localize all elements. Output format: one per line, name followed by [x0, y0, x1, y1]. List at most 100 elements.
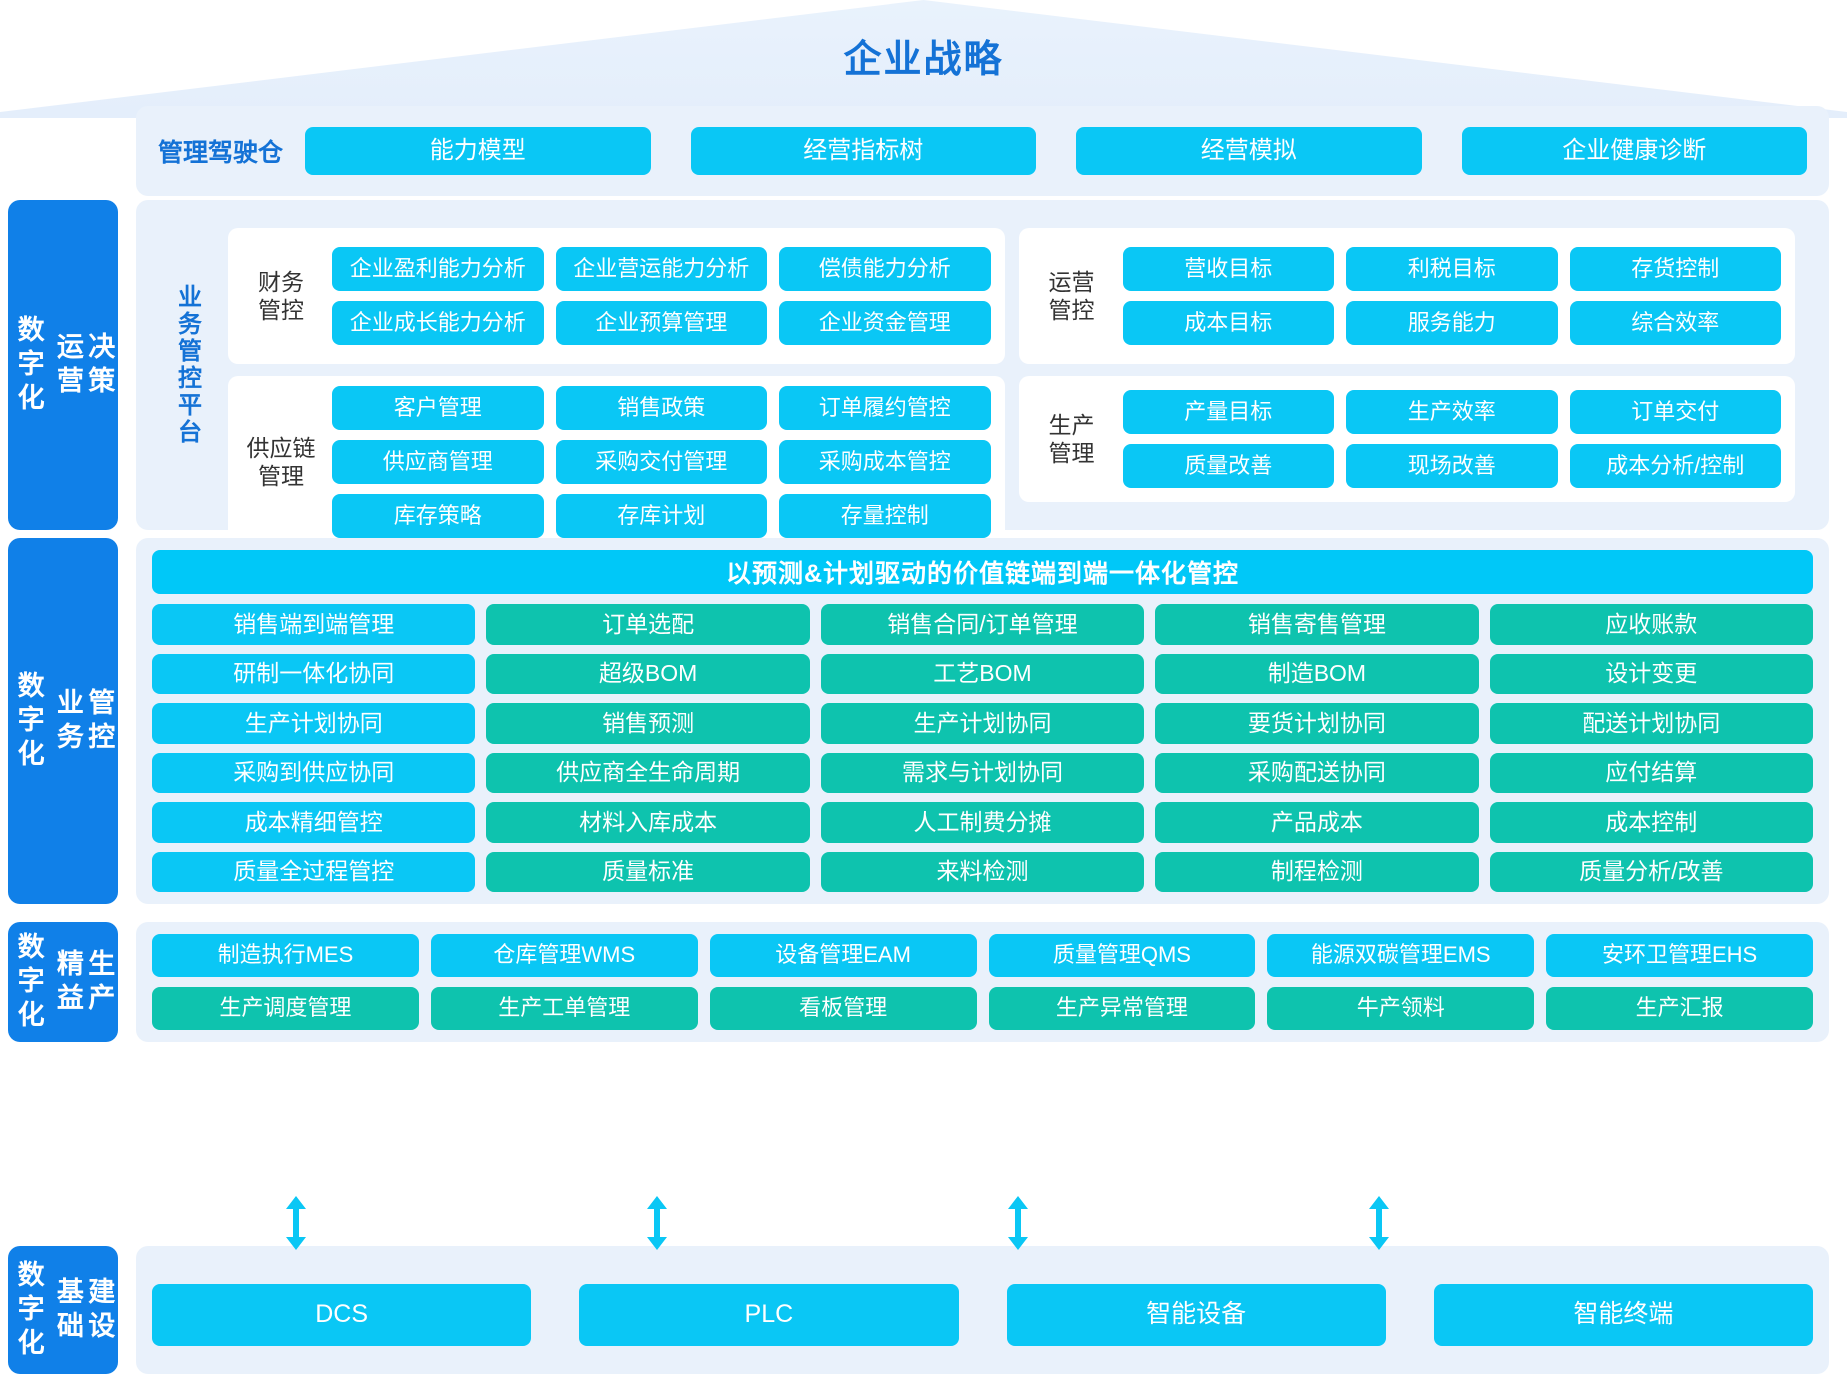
bp-item-finance-0[interactable]: 企业盈利能力分析 [332, 247, 544, 291]
lp-item-r0-c3[interactable]: 质量管理QMS [988, 934, 1256, 977]
bc-item-r5-c0[interactable]: 质量全过程管控 [152, 851, 476, 892]
bc-item-r2-c4[interactable]: 配送计划协同 [1489, 703, 1813, 744]
bc-item-r4-c4[interactable]: 成本控制 [1489, 802, 1813, 843]
bp-item-production-4[interactable]: 现场改善 [1346, 444, 1558, 488]
layer-business-control: 数字化业务管控 以预测&计划驱动的价值链端到端一体化管控 销售端到端管理订单选配… [0, 538, 1847, 904]
value-chain-banner: 以预测&计划驱动的价值链端到端一体化管控 [152, 550, 1813, 594]
lp-item-r0-c5[interactable]: 安环卫管理EHS [1546, 934, 1813, 977]
bc-item-r2-c0[interactable]: 生产计划协同 [152, 703, 476, 744]
bp-item-finance-3[interactable]: 企业成长能力分析 [332, 301, 544, 345]
bc-item-r3-c4[interactable]: 应付结算 [1489, 752, 1813, 793]
infra-item-2[interactable]: 智能设备 [1006, 1284, 1386, 1346]
bc-item-r1-c4[interactable]: 设计变更 [1489, 653, 1813, 694]
bc-item-r4-c3[interactable]: 产品成本 [1155, 802, 1479, 843]
cockpit-item-3[interactable]: 企业健康诊断 [1461, 127, 1808, 175]
bc-item-r3-c1[interactable]: 供应商全生命周期 [486, 752, 810, 793]
bp-item-operation-1[interactable]: 利税目标 [1346, 247, 1558, 291]
bp-item-supply-chain-8[interactable]: 存量控制 [779, 494, 991, 538]
bc-item-r5-c3[interactable]: 制程检测 [1155, 851, 1479, 892]
bp-card-production: 生产管理产量目标生产效率订单交付质量改善现场改善成本分析/控制 [1018, 376, 1795, 502]
bp-item-production-2[interactable]: 订单交付 [1569, 390, 1781, 434]
bp-item-operation-5[interactable]: 综合效率 [1569, 301, 1781, 345]
bc-item-r0-c3[interactable]: 销售寄售管理 [1155, 604, 1479, 645]
bp-item-operation-2[interactable]: 存货控制 [1569, 247, 1781, 291]
bc-item-r2-c1[interactable]: 销售预测 [486, 703, 810, 744]
sidebar-item-ops-decision[interactable]: 数字化运营决策 [8, 200, 118, 530]
bp-item-finance-2[interactable]: 偿债能力分析 [779, 247, 991, 291]
bp-item-operation-0[interactable]: 营收目标 [1122, 247, 1334, 291]
bp-item-supply-chain-0[interactable]: 客户管理 [332, 386, 544, 430]
bp-item-supply-chain-5[interactable]: 采购成本管控 [779, 440, 991, 484]
sidebar-label-line: 数字化 [17, 671, 46, 769]
bc-item-r3-c0[interactable]: 采购到供应协同 [152, 752, 476, 793]
bc-item-r0-c4[interactable]: 应收账款 [1489, 604, 1813, 645]
infra-item-0[interactable]: DCS [152, 1284, 532, 1346]
bp-item-supply-chain-3[interactable]: 供应商管理 [332, 440, 544, 484]
bc-item-r0-c1[interactable]: 订单选配 [486, 604, 810, 645]
bp-item-supply-chain-4[interactable]: 采购交付管理 [555, 440, 767, 484]
sidebar-item-infra[interactable]: 数字化基础建设 [8, 1246, 118, 1374]
cockpit-item-1[interactable]: 经营指标树 [690, 127, 1037, 175]
bp-item-production-1[interactable]: 生产效率 [1346, 390, 1558, 434]
bp-item-production-0[interactable]: 产量目标 [1122, 390, 1334, 434]
cockpit-chip-list: 能力模型经营指标树经营模拟企业健康诊断 [305, 127, 1808, 175]
bc-item-r1-c0[interactable]: 研制一体化协同 [152, 653, 476, 694]
bp-item-supply-chain-1[interactable]: 销售政策 [555, 386, 767, 430]
cockpit-label: 管理驾驶仓 [158, 139, 284, 167]
bc-item-r3-c3[interactable]: 采购配送协同 [1155, 752, 1479, 793]
double-arrow-icon [1007, 1196, 1029, 1250]
bp-card-supply-chain: 供应链管理客户管理销售政策订单履约管控供应商管理采购交付管理采购成本管控库存策略… [228, 376, 1005, 548]
infra-item-1[interactable]: PLC [579, 1284, 959, 1346]
bc-item-r1-c2[interactable]: 工艺BOM [820, 653, 1145, 694]
lp-item-r1-c3[interactable]: 生产异常管理 [988, 987, 1256, 1030]
sidebar-label-line: 建设 [88, 1277, 117, 1341]
bp-group-name: 财务管控 [258, 268, 304, 323]
bp-item-finance-4[interactable]: 企业预算管理 [555, 301, 767, 345]
bp-item-operation-3[interactable]: 成本目标 [1122, 301, 1334, 345]
bc-item-r5-c4[interactable]: 质量分析/改善 [1489, 851, 1813, 892]
lp-item-r1-c5[interactable]: 生产汇报 [1546, 987, 1813, 1030]
lp-item-r0-c2[interactable]: 设备管理EAM [709, 934, 977, 977]
sidebar-label-line: 业务 [56, 688, 85, 752]
bp-group-name: 生产管理 [1048, 411, 1095, 466]
bp-item-supply-chain-6[interactable]: 库存策略 [332, 494, 544, 538]
bc-item-r0-c0[interactable]: 销售端到端管理 [152, 604, 476, 645]
bp-item-supply-chain-2[interactable]: 订单履约管控 [779, 386, 991, 430]
bc-item-r2-c2[interactable]: 生产计划协同 [820, 703, 1145, 744]
lp-item-r1-c2[interactable]: 看板管理 [709, 987, 977, 1030]
bc-item-r1-c3[interactable]: 制造BOM [1155, 653, 1479, 694]
bp-item-finance-1[interactable]: 企业营运能力分析 [555, 247, 767, 291]
layer-business-platform: 数字化运营决策 业务管控平台 财务管控企业盈利能力分析企业营运能力分析偿债能力分… [0, 200, 1847, 548]
lp-item-r0-c1[interactable]: 仓库管理WMS [430, 934, 698, 977]
cockpit-item-2[interactable]: 经营模拟 [1076, 127, 1422, 175]
sidebar-label-line: 生产 [88, 949, 117, 1013]
layer-infrastructure: 数字化基础建设 DCS PLC 智能设备智能终端 [0, 1246, 1847, 1374]
double-arrow-icon [1368, 1196, 1390, 1250]
infra-item-3[interactable]: 智能终端 [1433, 1284, 1813, 1346]
bc-item-r4-c1[interactable]: 材料入库成本 [486, 802, 810, 843]
business-control-panel: 以预测&计划驱动的价值链端到端一体化管控 销售端到端管理订单选配销售合同/订单管… [136, 538, 1829, 904]
lp-item-r1-c4[interactable]: 牛产领料 [1267, 987, 1535, 1030]
bc-item-r4-c2[interactable]: 人工制费分摊 [820, 802, 1145, 843]
bc-item-r0-c2[interactable]: 销售合同/订单管理 [820, 604, 1145, 645]
lp-item-r1-c0[interactable]: 生产调度管理 [152, 987, 419, 1030]
lp-item-r0-c4[interactable]: 能源双碳管理EMS [1267, 934, 1535, 977]
bp-item-finance-5[interactable]: 企业资金管理 [779, 301, 991, 345]
bc-item-r1-c1[interactable]: 超级BOM [486, 653, 810, 694]
bc-item-r3-c2[interactable]: 需求与计划协同 [820, 752, 1145, 793]
bp-item-operation-4[interactable]: 服务能力 [1346, 301, 1558, 345]
bc-item-r5-c2[interactable]: 来料检测 [820, 851, 1145, 892]
sidebar-item-biz-control[interactable]: 数字化业务管控 [8, 538, 118, 904]
bp-item-supply-chain-7[interactable]: 存库计划 [555, 494, 767, 538]
lp-item-r0-c0[interactable]: 制造执行MES [152, 934, 419, 977]
lp-item-r1-c1[interactable]: 生产工单管理 [430, 987, 698, 1030]
bc-item-r2-c3[interactable]: 要货计划协同 [1155, 703, 1479, 744]
sidebar-label-line: 基础 [56, 1277, 85, 1341]
bp-item-production-3[interactable]: 质量改善 [1122, 444, 1334, 488]
bp-item-production-5[interactable]: 成本分析/控制 [1569, 444, 1781, 488]
sidebar-item-lean-prod[interactable]: 数字化精益生产 [8, 922, 118, 1042]
bc-item-r5-c1[interactable]: 质量标准 [486, 851, 810, 892]
cockpit-item-0[interactable]: 能力模型 [305, 127, 651, 175]
business-control-grid: 销售端到端管理订单选配销售合同/订单管理销售寄售管理应收账款研制一体化协同超级B… [152, 604, 1813, 892]
bc-item-r4-c0[interactable]: 成本精细管控 [152, 802, 476, 843]
